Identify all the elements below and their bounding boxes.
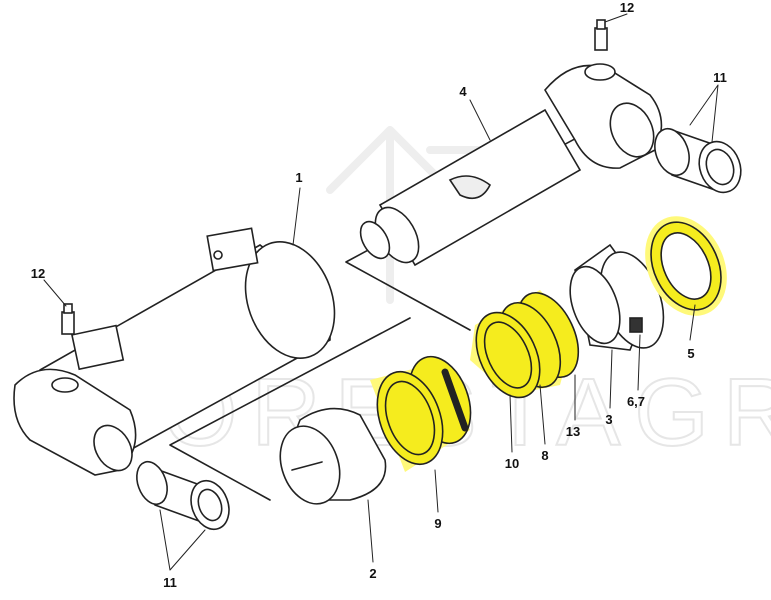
- label-12-left: 12: [31, 266, 45, 281]
- label-1: 1: [295, 170, 302, 185]
- piston-rod: [359, 63, 663, 267]
- grease-nipple-left: [61, 303, 75, 335]
- gland: [569, 243, 665, 351]
- label-4: 4: [459, 84, 467, 99]
- label-12-top: 12: [620, 0, 634, 15]
- piston-seal-highlighted: [370, 355, 472, 472]
- label-2: 2: [369, 566, 376, 581]
- label-9: 9: [434, 516, 441, 531]
- part-labels: 12 11 4 1 12 5 6,7 3 13 8 10 9 2 11: [31, 0, 727, 590]
- label-11-top: 11: [713, 70, 727, 85]
- label-6-7: 6,7: [627, 394, 645, 409]
- bushing-top: [654, 127, 742, 194]
- leader-lines: [43, 13, 719, 571]
- cylinder-barrel: [13, 227, 336, 476]
- piston: [279, 407, 387, 505]
- label-3: 3: [605, 412, 612, 427]
- wiper-ring-highlighted: [645, 216, 727, 316]
- label-8: 8: [541, 448, 548, 463]
- grease-nipple-top: [594, 19, 608, 51]
- label-13: 13: [566, 424, 580, 439]
- label-11-bottom: 11: [163, 575, 177, 590]
- label-5: 5: [687, 346, 694, 361]
- label-10: 10: [505, 456, 519, 471]
- seal-set-highlighted: [470, 290, 580, 399]
- bushing-bottom: [136, 460, 230, 531]
